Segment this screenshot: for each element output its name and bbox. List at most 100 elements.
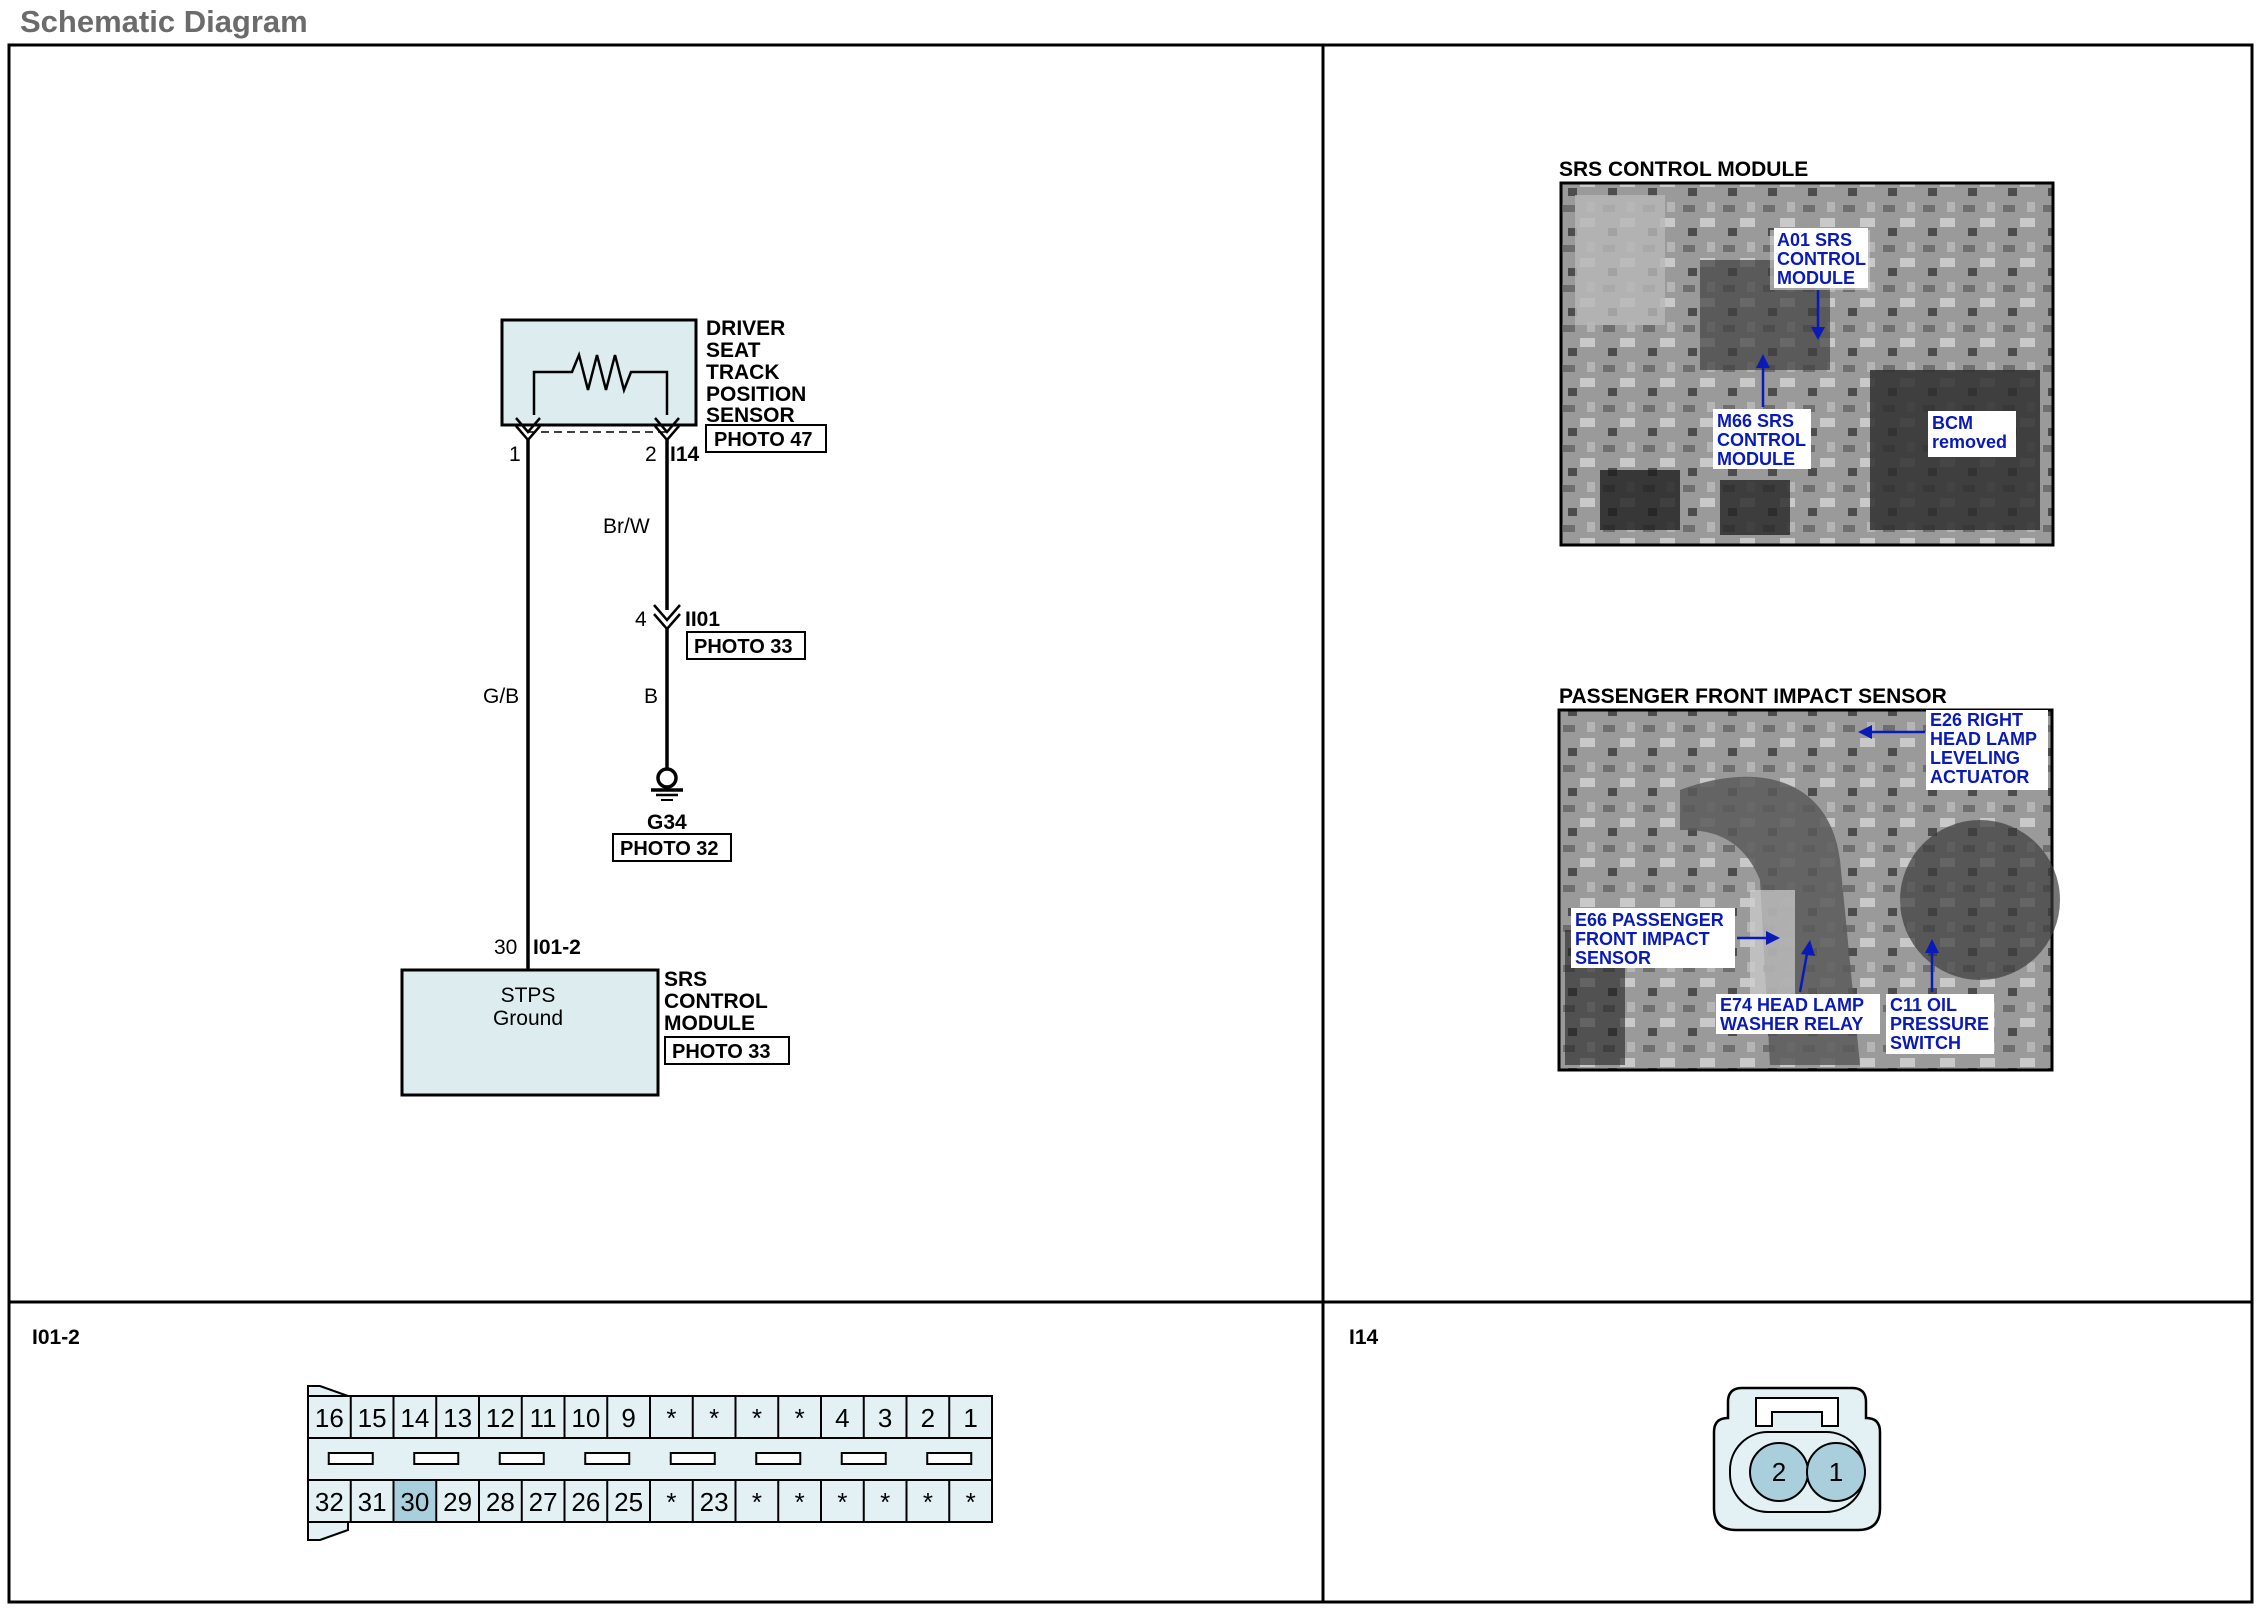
connector-pin-number: * [966,1487,976,1517]
connector-pin-number: 10 [571,1403,600,1433]
connector-pin-number: * [795,1487,805,1517]
connector-pin-number: 23 [700,1487,729,1517]
connector-pin-number: 1 [1829,1457,1843,1487]
ground-symbol [656,767,678,789]
connector-pin-number: 13 [443,1403,472,1433]
connector-key-slot [840,1452,887,1465]
connector-pin-number: 14 [400,1403,429,1433]
photo-callout-line: MODULE [1777,268,1855,288]
module-name-line: CONTROL [664,990,768,1013]
connector-key [1755,1397,1839,1427]
page-title: Schematic Diagram [20,4,308,39]
connector-pin-number: 29 [443,1487,472,1517]
photo-callout-line: WASHER RELAY [1720,1014,1863,1034]
connector-pin-number: * [752,1403,762,1433]
connector-pin-number: 16 [315,1403,344,1433]
module-name-line: SRS [664,968,707,991]
wire-label-brw: Br/W [603,515,650,538]
connector-pin-number: * [795,1403,805,1433]
sensor-connector-id: I14 [670,443,700,466]
connector-pin-number: * [709,1403,719,1433]
module-pin: 30 [494,936,517,959]
connector-pin-number: * [837,1487,847,1517]
photo-callout-line: E66 PASSENGER [1575,910,1724,930]
photo-callout-line: M66 SRS [1717,411,1794,431]
wire-label-gb: G/B [483,685,519,708]
sensor-pin-left: 1 [509,443,521,466]
module-inner-text: Ground [493,1007,563,1030]
photo-callout-line: BCM [1932,413,1973,433]
connector-pin-number: * [666,1403,676,1433]
srs-control-module: 30 I01-2 STPS Ground SRS CONTROL MODULE … [400,936,790,1097]
inline-connector-id: II01 [685,608,720,631]
photo-callout-line: removed [1932,432,2007,452]
sensor-name-line: TRACK [706,361,780,384]
connector-i14: I14 2 1 [1349,1326,1882,1532]
connector-pin-number: 27 [529,1487,558,1517]
connector-key-slot [498,1452,545,1465]
connector-key-slot [926,1452,973,1465]
photo-title: PASSENGER FRONT IMPACT SENSOR [1559,685,1947,708]
photo-callout-line: A01 SRS [1777,230,1852,250]
schematic: DRIVER SEAT TRACK POSITION SENSOR PHOTO … [400,317,827,1097]
photo-callout-line: CONTROL [1717,430,1806,450]
wire-label-b: B [644,685,658,708]
photo-title: SRS CONTROL MODULE [1559,158,1808,181]
ground-g34: G34 PHOTO 32 [612,767,732,862]
connector-pin-number: * [923,1487,933,1517]
page-frame [7,43,2254,1604]
connector-pin-number: 9 [621,1403,635,1433]
photo-callout-line: SENSOR [1575,948,1651,968]
module-connector-id: I01-2 [533,936,581,959]
connector-key-slot [669,1452,716,1465]
connector-pin-number: * [880,1487,890,1517]
connector-pin-number: * [752,1487,762,1517]
ground-photo-ref: PHOTO 32 [620,838,719,860]
sensor-pin-right: 2 [645,443,657,466]
photo-ref-box [686,631,806,660]
connector-i14-label: I14 [1349,1326,1379,1349]
sensor-name-line: SENSOR [706,404,795,427]
connector-pin-highlight [394,1481,436,1521]
connector-pin-number: 15 [358,1403,387,1433]
module-name-line: MODULE [664,1012,755,1035]
connector-pin-number: 26 [571,1487,600,1517]
photo-callout-line: FRONT IMPACT [1575,929,1710,949]
sensor-name-line: DRIVER [706,317,785,340]
connector-pin-number: 28 [486,1487,515,1517]
connector-pin-number: 12 [486,1403,515,1433]
photo-callout-line: MODULE [1717,449,1795,469]
connector-pin-number: 31 [358,1487,387,1517]
connector-pin-number: 4 [835,1403,849,1433]
photo-srs-control-module: SRS CONTROL MODULE A01 SRS CONTROL MODUL… [1559,158,2055,547]
photo-ref-box [612,833,732,862]
photo-callout-line: PRESSURE [1890,1014,1989,1034]
connector-pin-number: * [666,1487,676,1517]
inline-photo-ref: PHOTO 33 [694,636,793,658]
connector-pin-number: 1 [963,1403,977,1433]
photo-passenger-front-impact-sensor: PASSENGER FRONT IMPACT SENSOR E26 RIGHT … [1557,685,2060,1072]
sensor-photo-ref: PHOTO 47 [714,429,813,451]
module-inner-text: STPS [501,984,556,1007]
inline-connector-ii01: 4 II01 PHOTO 33 [635,604,806,660]
seat-track-sensor: DRIVER SEAT TRACK POSITION SENSOR PHOTO … [500,317,827,466]
connector-pin-number: 3 [878,1403,892,1433]
photo-callout-line: CONTROL [1777,249,1866,269]
connector-key-slots [327,1452,973,1465]
photo-callout-line: HEAD LAMP [1930,729,2037,749]
connector-pin-number: 30 [400,1487,429,1517]
photo-ref-box [664,1036,790,1065]
connector-key-slot [327,1452,374,1465]
connector-pin-number: 25 [614,1487,643,1517]
module-photo-ref: PHOTO 33 [672,1041,771,1063]
sensor-name-line: POSITION [706,383,806,406]
connector-key-slot [755,1452,802,1465]
callout-arrow [1798,947,1810,993]
inline-pin: 4 [635,608,647,631]
photo-callout-line: E26 RIGHT [1930,710,2023,730]
